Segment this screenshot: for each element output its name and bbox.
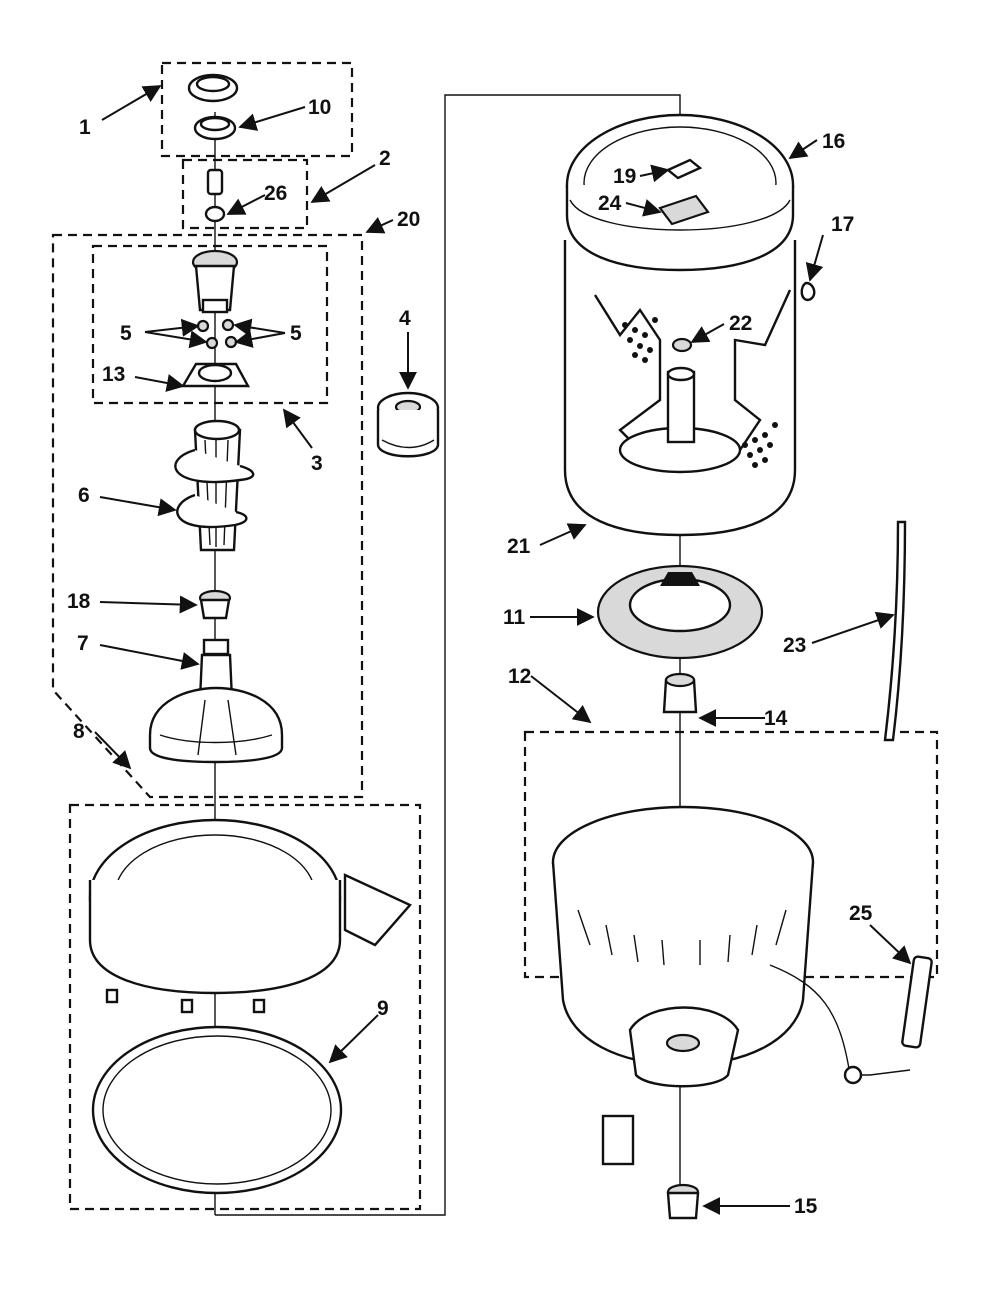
group-box-20: [51, 233, 364, 799]
callout-16: 16: [822, 130, 845, 153]
callout-11: 11: [503, 606, 526, 629]
hose-part-23: [883, 520, 907, 742]
outer-tub-part-12: [551, 805, 851, 1166]
coupling-part-18: [198, 589, 232, 620]
callout-3: 3: [311, 452, 323, 475]
callout-13: 13: [102, 363, 125, 386]
group-box-1: [160, 61, 354, 158]
leader-lines: [94, 85, 912, 1215]
retainer-part-13: [180, 362, 251, 388]
dog-part-5: [196, 318, 238, 350]
callout-7: 7: [77, 632, 89, 655]
auger-part-6: [174, 419, 255, 552]
callout-12: 12: [508, 665, 531, 688]
callout-20: 20: [397, 208, 420, 231]
dog-assembly-part-3: [191, 249, 239, 314]
cap-part-1: [187, 73, 239, 103]
bracket-part-19: [665, 158, 703, 180]
brake-part-11: [596, 564, 764, 660]
callout-5a: 5: [120, 322, 132, 345]
nut-part-22: [671, 337, 693, 353]
balance-ring-part-16: [565, 113, 795, 272]
callout-18: 18: [67, 590, 91, 613]
nut-part-14: [662, 672, 698, 714]
group-box-8: [68, 803, 422, 1211]
callout-14: 14: [764, 707, 788, 730]
callout-4: 4: [399, 307, 411, 330]
callout-8: 8: [73, 720, 85, 743]
perforations-icon: [622, 317, 778, 468]
bearing-part-4: [376, 391, 440, 458]
callout-6: 6: [78, 484, 90, 507]
callout-26: 26: [264, 182, 287, 205]
callout-17: 17: [831, 213, 854, 236]
callout-25: 25: [849, 902, 873, 925]
callout-21: 21: [507, 535, 531, 558]
callout-24: 24: [598, 192, 622, 215]
callout-10: 10: [308, 96, 331, 119]
seal-ring-part-9: [91, 1025, 343, 1195]
basket-part-21: [563, 240, 797, 537]
callout-2: 2: [379, 147, 391, 170]
callout-9: 9: [377, 997, 389, 1020]
callout-22: 22: [729, 312, 752, 335]
clip-part-24: [658, 194, 710, 226]
hose-part-25: [843, 955, 933, 1085]
cam-part-26: [204, 168, 226, 223]
ring-part-10: [193, 115, 237, 141]
tub-ring-part-8: [88, 818, 412, 1014]
nut-part-15: [666, 1183, 700, 1220]
callout-23: 23: [783, 634, 806, 657]
callout-5b: 5: [290, 322, 302, 345]
callout-15: 15: [794, 1195, 818, 1218]
callout-19: 19: [613, 165, 636, 188]
callout-1: 1: [79, 116, 91, 139]
agitator-part-7: [148, 638, 284, 764]
clip-part-17: [800, 281, 816, 302]
group-box-2: [181, 158, 309, 230]
